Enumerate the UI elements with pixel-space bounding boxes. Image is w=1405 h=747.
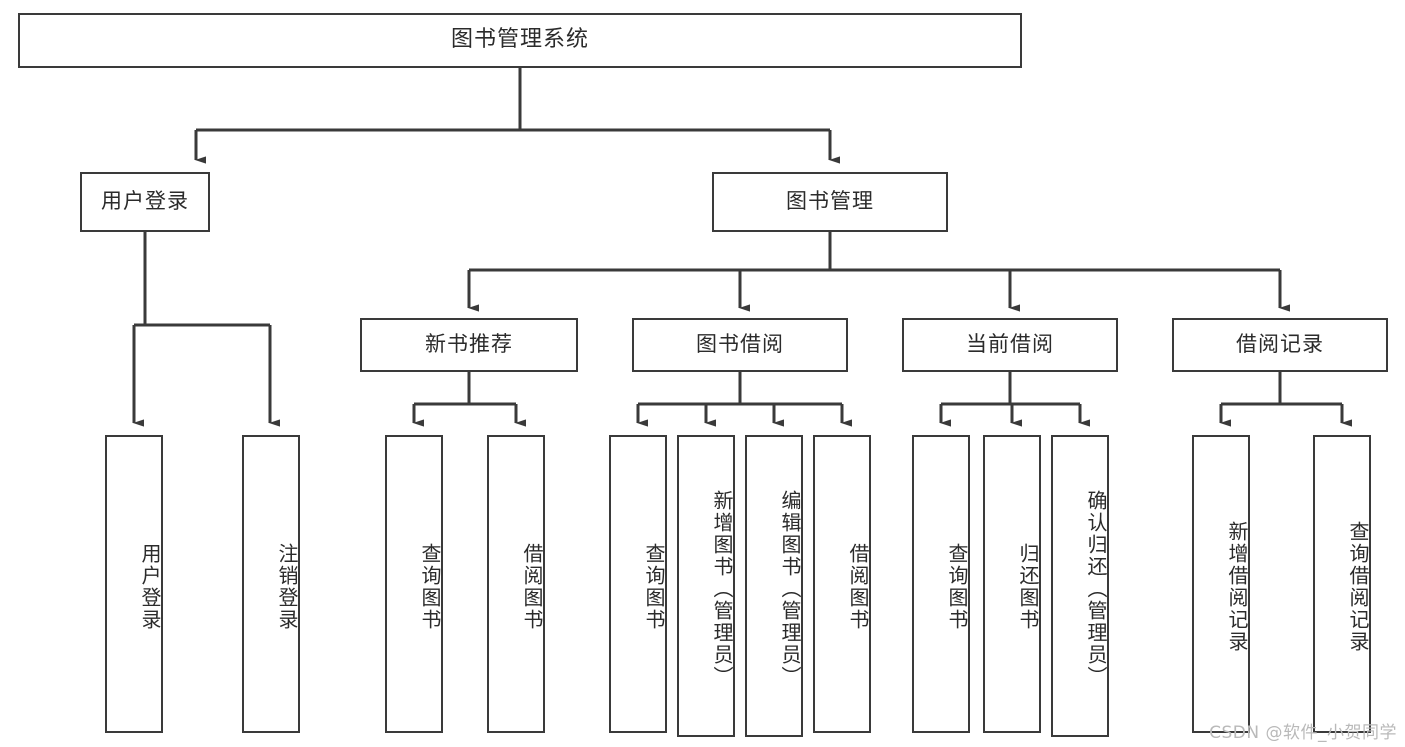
leaf-confirm-return-admin[interactable]: 确认归还（管理员） <box>1051 435 1109 737</box>
csdn-watermark: CSDN @软件_小贺同学 <box>1209 723 1397 743</box>
leaf-add-borrow-record[interactable]: 新增借阅记录 <box>1192 435 1250 733</box>
leaf-borrow-book-recommend[interactable]: 借阅图书 <box>487 435 545 733</box>
node-label: 新增借阅记录 <box>1225 521 1249 653</box>
node-label: 编辑图书（管理员） <box>778 490 802 688</box>
node-root-system[interactable]: 图书管理系统 <box>18 13 1022 68</box>
leaf-query-book-recommend[interactable]: 查询图书 <box>385 435 443 733</box>
node-label: 确认归还（管理员） <box>1084 490 1108 688</box>
leaf-borrow-book[interactable]: 借阅图书 <box>813 435 871 733</box>
node-new-book-recommend[interactable]: 新书推荐 <box>360 318 578 372</box>
node-label: 查询借阅记录 <box>1346 521 1370 653</box>
node-label: 图书管理 <box>786 189 874 214</box>
node-label: 借阅图书 <box>846 543 870 631</box>
node-label: 新书推荐 <box>425 332 513 357</box>
leaf-user-logout[interactable]: 注销登录 <box>242 435 300 733</box>
leaf-query-book-borrow[interactable]: 查询图书 <box>609 435 667 733</box>
node-label: 查询图书 <box>418 543 442 631</box>
node-user-login[interactable]: 用户登录 <box>80 172 210 232</box>
node-label: 图书管理系统 <box>450 27 589 53</box>
node-label: 图书借阅 <box>696 332 784 357</box>
node-label: 用户登录 <box>138 543 162 631</box>
node-borrow-record[interactable]: 借阅记录 <box>1172 318 1388 372</box>
node-label: 借阅图书 <box>520 543 544 631</box>
node-label: 查询图书 <box>945 543 969 631</box>
leaf-return-book[interactable]: 归还图书 <box>983 435 1041 733</box>
node-label: 当前借阅 <box>966 332 1054 357</box>
leaf-query-borrow-record[interactable]: 查询借阅记录 <box>1313 435 1371 733</box>
node-label: 归还图书 <box>1016 543 1040 631</box>
node-label: 借阅记录 <box>1236 332 1324 357</box>
node-book-borrow[interactable]: 图书借阅 <box>632 318 848 372</box>
leaf-edit-book-admin[interactable]: 编辑图书（管理员） <box>745 435 803 737</box>
node-label: 新增图书（管理员） <box>710 490 734 688</box>
leaf-user-login[interactable]: 用户登录 <box>105 435 163 733</box>
leaf-query-book-current[interactable]: 查询图书 <box>912 435 970 733</box>
node-label: 用户登录 <box>101 189 189 214</box>
node-label: 查询图书 <box>642 543 666 631</box>
node-book-management[interactable]: 图书管理 <box>712 172 948 232</box>
node-current-borrow[interactable]: 当前借阅 <box>902 318 1118 372</box>
node-label: 注销登录 <box>275 543 299 631</box>
leaf-add-book-admin[interactable]: 新增图书（管理员） <box>677 435 735 737</box>
